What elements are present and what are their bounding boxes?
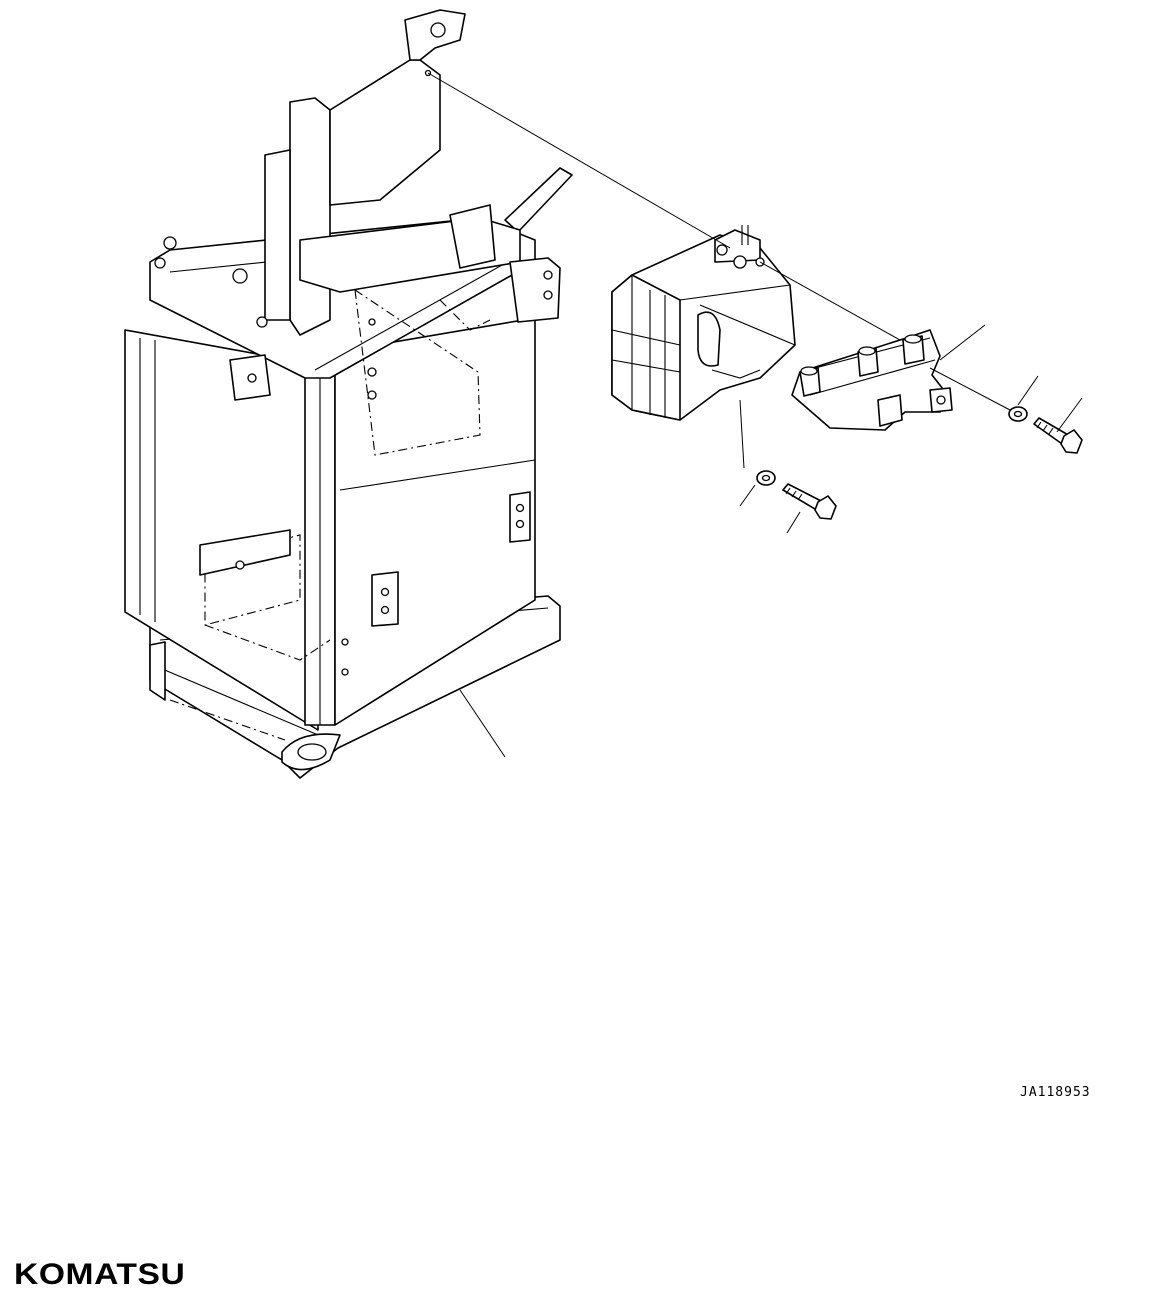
- cab-frame: [124, 9, 573, 779]
- ac-unit: [611, 225, 796, 421]
- bolt-left: [782, 483, 837, 520]
- assembly-lines: [427, 72, 1083, 758]
- mounting-bracket: [791, 329, 953, 431]
- bolt-right: [1033, 417, 1083, 454]
- komatsu-logo: KOMATSU: [14, 1258, 186, 1291]
- drawing-reference-code: JA118953: [1020, 1085, 1091, 1100]
- washer-left: [756, 470, 776, 486]
- washer-right: [1008, 406, 1028, 422]
